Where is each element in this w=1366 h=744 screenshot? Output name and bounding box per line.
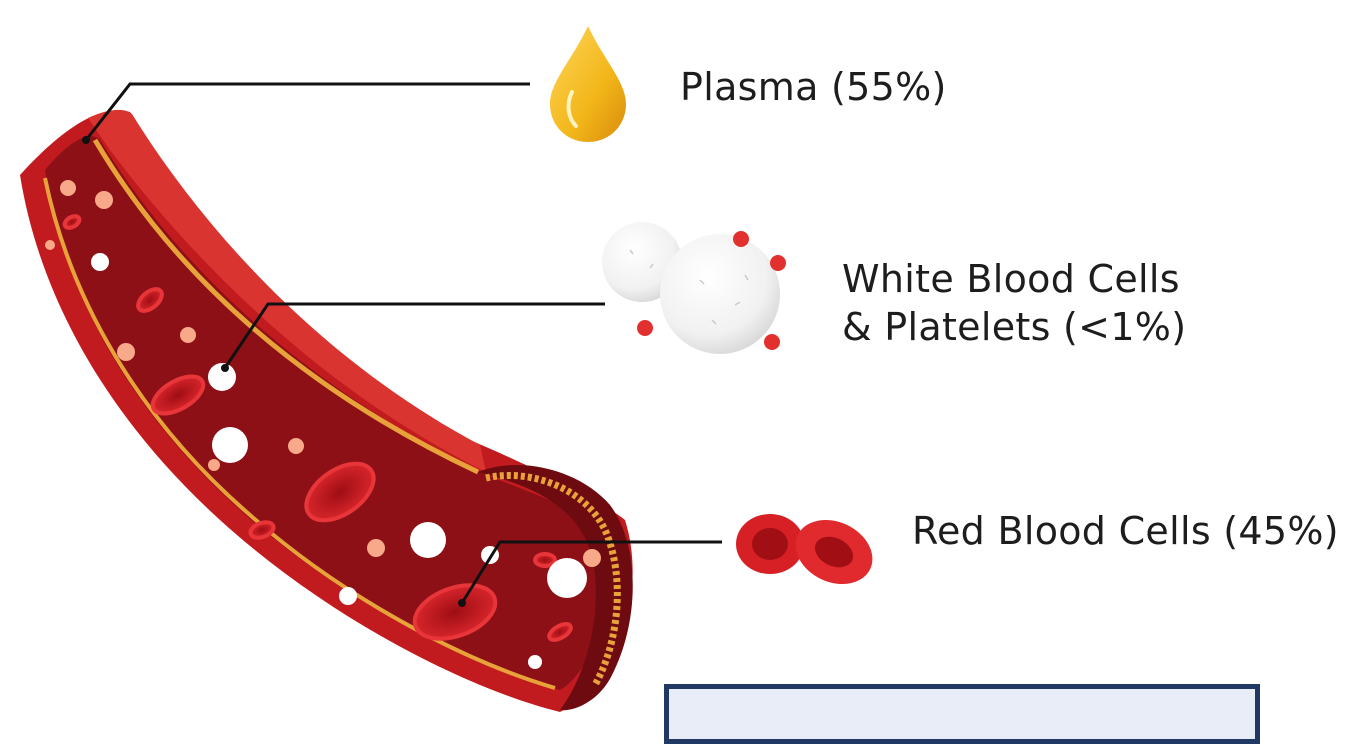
caption-box	[664, 684, 1260, 744]
red-cells-icon	[736, 508, 883, 596]
blood-vessel-icon	[20, 110, 633, 712]
white-cells-icon	[602, 222, 780, 354]
red-cells-label: Red Blood Cells (45%)	[912, 508, 1339, 556]
white-cells-label-line2: & Platelets (<1%)	[842, 304, 1186, 352]
plasma-leader	[86, 84, 530, 140]
white-cells-platelets-label: White Blood Cells & Platelets (<1%)	[842, 256, 1186, 351]
white-cells-label-line1: White Blood Cells	[842, 256, 1186, 304]
plasma-label: Plasma (55%)	[680, 64, 947, 112]
plasma-drop-icon	[550, 26, 626, 142]
